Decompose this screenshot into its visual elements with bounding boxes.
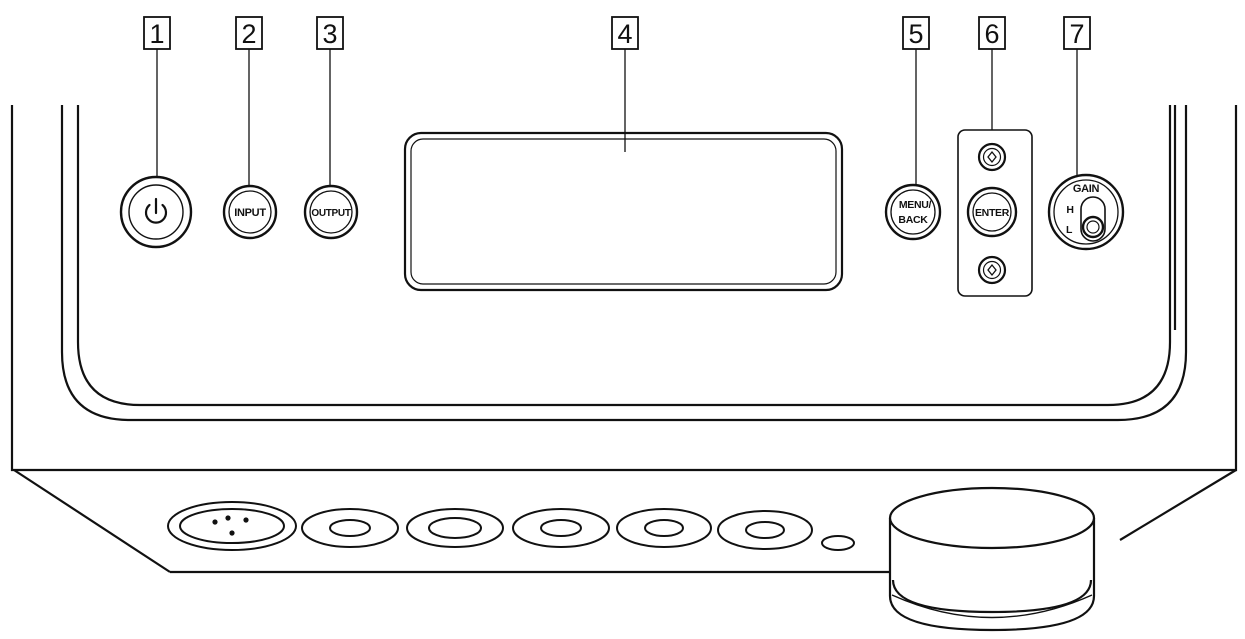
gain-label: GAIN <box>1073 183 1100 195</box>
display-window <box>403 131 844 292</box>
callout-5: 5 <box>902 16 930 185</box>
gain-slider-track <box>1080 196 1106 242</box>
phone-jack <box>512 508 610 548</box>
power-icon <box>144 197 168 224</box>
balanced-jack <box>406 508 504 548</box>
input-button[interactable]: INPUT <box>222 184 278 240</box>
callout-3: 3 <box>316 16 344 186</box>
navigation-cluster: ENTER <box>957 129 1033 297</box>
callout-7: 7 <box>1063 16 1091 176</box>
balanced-jack <box>301 508 399 548</box>
menu-back-button[interactable]: MENU/ BACK <box>884 183 942 241</box>
down-arrow-icon <box>987 263 997 277</box>
callout-6-label: 6 <box>984 19 999 49</box>
callout-4: 4 <box>611 16 639 152</box>
callout-2-label: 2 <box>241 19 256 49</box>
callout-1-label: 1 <box>149 19 164 49</box>
menu-back-label-line2: BACK <box>898 214 928 226</box>
up-arrow-icon <box>987 150 997 164</box>
chassis-bottom <box>13 469 1237 574</box>
indicator-led <box>821 535 855 551</box>
gain-low-label: L <box>1066 224 1073 236</box>
callout-6: 6 <box>978 16 1006 130</box>
callout-5-label: 5 <box>908 19 923 49</box>
callout-1: 1 <box>143 16 171 176</box>
callout-3-label: 3 <box>322 19 337 49</box>
volume-knob[interactable] <box>888 486 1096 632</box>
phone-jack <box>717 510 813 550</box>
gain-high-label: H <box>1066 204 1073 216</box>
callouts: 1 2 3 4 5 6 7 <box>143 16 1091 186</box>
menu-back-label-line1: MENU/ <box>899 199 932 211</box>
phone-jack <box>616 508 712 548</box>
callout-7-label: 7 <box>1069 19 1084 49</box>
input-button-label: INPUT <box>234 207 266 219</box>
enter-button-label: ENTER <box>975 207 1010 219</box>
gain-switch[interactable]: GAIN H L <box>1047 173 1125 251</box>
callout-4-label: 4 <box>617 19 632 49</box>
output-jacks <box>167 501 855 551</box>
enter-button[interactable]: ENTER <box>966 186 1018 238</box>
gain-slider-knob[interactable] <box>1081 215 1105 239</box>
down-button[interactable] <box>977 255 1007 285</box>
output-button[interactable]: OUTPUT <box>303 184 359 240</box>
up-button[interactable] <box>977 142 1007 172</box>
callout-2: 2 <box>235 16 263 186</box>
power-button[interactable] <box>119 175 193 249</box>
xlr-jack <box>167 501 297 551</box>
chassis <box>10 105 1238 472</box>
output-button-label: OUTPUT <box>311 208 351 219</box>
